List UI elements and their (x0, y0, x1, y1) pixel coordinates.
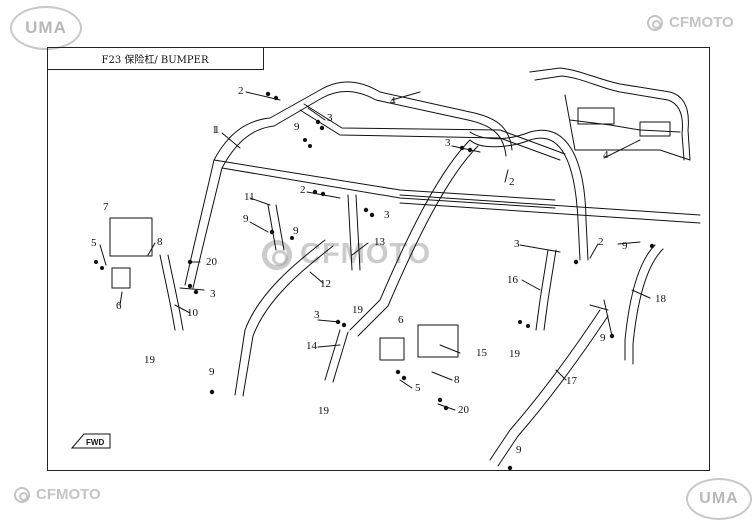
callout-5: 5 (415, 382, 421, 394)
callout-7: 7 (103, 201, 109, 213)
callout-12: 12 (320, 278, 331, 290)
cfmoto-emblem-icon (647, 14, 663, 31)
uma-logo-text: UMA (25, 18, 67, 37)
callout-16: 16 (507, 274, 519, 286)
callout-3: 3 (384, 209, 390, 221)
diagram-frame (47, 47, 710, 471)
callout-4: 4 (603, 149, 609, 161)
callout-3: 3 (445, 137, 451, 149)
callout-9: 9 (600, 332, 606, 344)
callout-9: 9 (293, 225, 299, 237)
callout-1: 1 (212, 124, 218, 136)
callout-4: 4 (390, 95, 396, 107)
callout-3: 3 (327, 112, 333, 124)
callout-2: 2 (598, 236, 604, 248)
callout-18: 18 (655, 293, 667, 305)
watermark-text: CFMOTO (300, 238, 432, 270)
callout-5: 5 (91, 237, 97, 249)
callout-2: 2 (300, 184, 306, 196)
callout-1: 1 (214, 124, 220, 136)
callout-15: 15 (476, 347, 488, 359)
callout-9: 9 (622, 240, 628, 252)
uma-logo-bottom-right: UMA (686, 478, 752, 520)
callout-11: 11 (244, 191, 255, 203)
callout-20: 20 (206, 256, 218, 268)
fwd-label: FWD (86, 438, 104, 447)
callout-19: 19 (509, 348, 521, 360)
callout-19: 19 (144, 354, 156, 366)
callout-9: 9 (243, 213, 249, 225)
callout-8: 8 (454, 374, 460, 386)
cfmoto-emblem-icon (14, 486, 30, 503)
callout-19: 19 (318, 405, 330, 417)
cfmoto-logo-bottom-left: CFMOTO (14, 486, 101, 503)
fwd-arrow-icon: FWD (70, 433, 111, 449)
callout-17: 17 (566, 375, 578, 387)
diagram-title: F23 保险杠/ BUMPER (47, 47, 264, 70)
callout-2: 2 (509, 176, 515, 188)
cfmoto-watermark: CFMOTO (262, 238, 431, 271)
callout-19: 19 (352, 304, 364, 316)
cfmoto-logo-text: CFMOTO (36, 486, 101, 503)
uma-logo-top-left: UMA (10, 6, 82, 50)
callout-9: 9 (294, 121, 300, 133)
callout-20: 20 (458, 404, 470, 416)
callout-3: 3 (210, 288, 216, 300)
callout-3: 3 (514, 238, 520, 250)
callout-13: 13 (374, 236, 386, 248)
callout-6: 6 (398, 314, 404, 326)
callout-14: 14 (306, 340, 318, 352)
callout-3: 3 (314, 309, 320, 321)
diagram-title-text: F23 保险杠/ BUMPER (101, 54, 209, 66)
callout-8: 8 (157, 236, 163, 248)
callout-9: 9 (516, 444, 522, 456)
callout-9: 9 (209, 366, 215, 378)
callout-2: 2 (238, 85, 244, 97)
cfmoto-logo-text: CFMOTO (669, 14, 734, 31)
callout-10: 10 (187, 307, 199, 319)
callout-6: 6 (116, 300, 122, 312)
uma-logo-text: UMA (699, 490, 739, 507)
cfmoto-logo-top-right: CFMOTO (647, 14, 734, 31)
watermark-emblem-icon (262, 239, 292, 270)
